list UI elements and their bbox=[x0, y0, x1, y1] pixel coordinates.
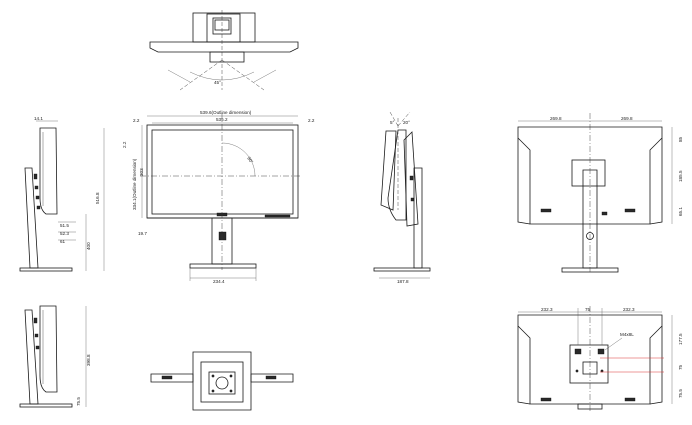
bezel-top-label: 2.2 bbox=[122, 141, 127, 148]
back-width-right-label: 269.8 bbox=[621, 116, 633, 121]
outline-width-label: 539.6(Outline dimension) bbox=[200, 110, 252, 115]
visible-height-label: 303 bbox=[139, 168, 144, 176]
back-height-c-label: 65.1 bbox=[678, 207, 683, 216]
side-height-a-label: 51.5 bbox=[60, 223, 69, 228]
tilt-angle-a-label: 5° bbox=[390, 120, 395, 125]
side-height-c-label: 61 bbox=[60, 239, 66, 244]
side-view-left: 14.1 516.8 51.5 52.3 61 400 bbox=[19, 116, 105, 272]
vesa-back-view: 232.3 75 232.3 M4x8L 177.5 75 75.5 bbox=[517, 306, 683, 412]
side-total-height-label: 516.8 bbox=[95, 192, 100, 204]
outline-height-label: 334.1(Outline dimension) bbox=[132, 158, 137, 210]
vesa-width-left-label: 232.3 bbox=[541, 307, 553, 312]
vesa-screw-label: M4x8L bbox=[620, 332, 634, 337]
base-width-front-label: 234.4 bbox=[213, 279, 225, 284]
vesa-height-mid-label: 75 bbox=[678, 364, 683, 370]
side-height-b-label: 52.3 bbox=[60, 231, 69, 236]
lower-side-height-label: 398.8 bbox=[86, 354, 91, 366]
bottom-offset-label: 19.7 bbox=[138, 231, 147, 236]
back-view: 269.8 269.8 85 185.5 65.1 bbox=[517, 113, 683, 273]
top-view: 45° bbox=[149, 10, 299, 91]
visible-width-label: 535.2 bbox=[216, 117, 228, 122]
bezel-left-label: 2.2 bbox=[133, 118, 140, 123]
bezel-right-label: 2.2 bbox=[308, 118, 315, 123]
back-height-a-label: 85 bbox=[678, 136, 683, 142]
lower-side-view: 398.8 75.5 bbox=[19, 305, 91, 408]
vesa-width-right-label: 232.3 bbox=[623, 307, 635, 312]
vesa-height-top-label: 177.5 bbox=[678, 333, 683, 345]
back-width-left-label: 269.8 bbox=[550, 116, 562, 121]
lower-side-base-label: 75.5 bbox=[76, 397, 81, 406]
back-height-b-label: 185.5 bbox=[678, 170, 683, 182]
side-height-d-label: 400 bbox=[86, 242, 91, 250]
swivel-angle-label: 45° bbox=[214, 80, 221, 85]
tilt-angle-b-label: 20° bbox=[403, 120, 410, 125]
vesa-width-mid-label: 75 bbox=[585, 307, 591, 312]
side-depth-label: 14.1 bbox=[34, 116, 43, 121]
tilt-view: 5° 20° 187.8 bbox=[373, 111, 431, 284]
base-depth-side-label: 187.8 bbox=[397, 279, 409, 284]
bottom-view bbox=[150, 351, 294, 411]
pivot-angle-label: 90° bbox=[246, 156, 254, 165]
front-view: 90° 539.6(Outline dimension) 535.2 2.2 2… bbox=[122, 110, 315, 284]
vesa-height-bottom-label: 75.5 bbox=[678, 389, 683, 398]
